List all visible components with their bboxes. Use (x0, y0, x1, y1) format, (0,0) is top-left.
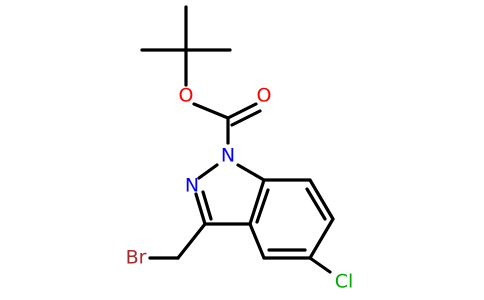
bond-carbonyl-double-b (230, 109, 262, 127)
bond-oxygen-to-carbonyl-carbon (192, 102, 230, 120)
bond-c4-c3a (248, 222, 266, 260)
bond-c5-to-cl (308, 256, 332, 274)
atom-label-bromine: Br (126, 247, 147, 269)
atom-label-oxygen-ester: O (179, 85, 194, 107)
bond-c7-c6-inner (305, 187, 327, 221)
bond-c6-c5 (308, 217, 335, 260)
atom-label-chlorine: Cl (335, 271, 354, 293)
bond-c7-c6 (308, 178, 335, 221)
bond-c7a-c3a-inner (255, 188, 270, 224)
bond-n2-c3-b (201, 190, 213, 221)
bond-c3a-c7a (248, 178, 266, 226)
bond-n1-c7a (236, 163, 266, 182)
atom-label-nitrogen-1: N (221, 145, 235, 167)
atom-label-nitrogen-2: N (185, 175, 199, 197)
bond-carbonyl-double-a (226, 102, 258, 120)
atom-label-oxygen-carbonyl: O (257, 85, 272, 107)
bond-c3-to-ch2 (176, 222, 207, 260)
bond-n1-n2 (197, 163, 219, 180)
bond-n2-c3-a (194, 192, 207, 226)
